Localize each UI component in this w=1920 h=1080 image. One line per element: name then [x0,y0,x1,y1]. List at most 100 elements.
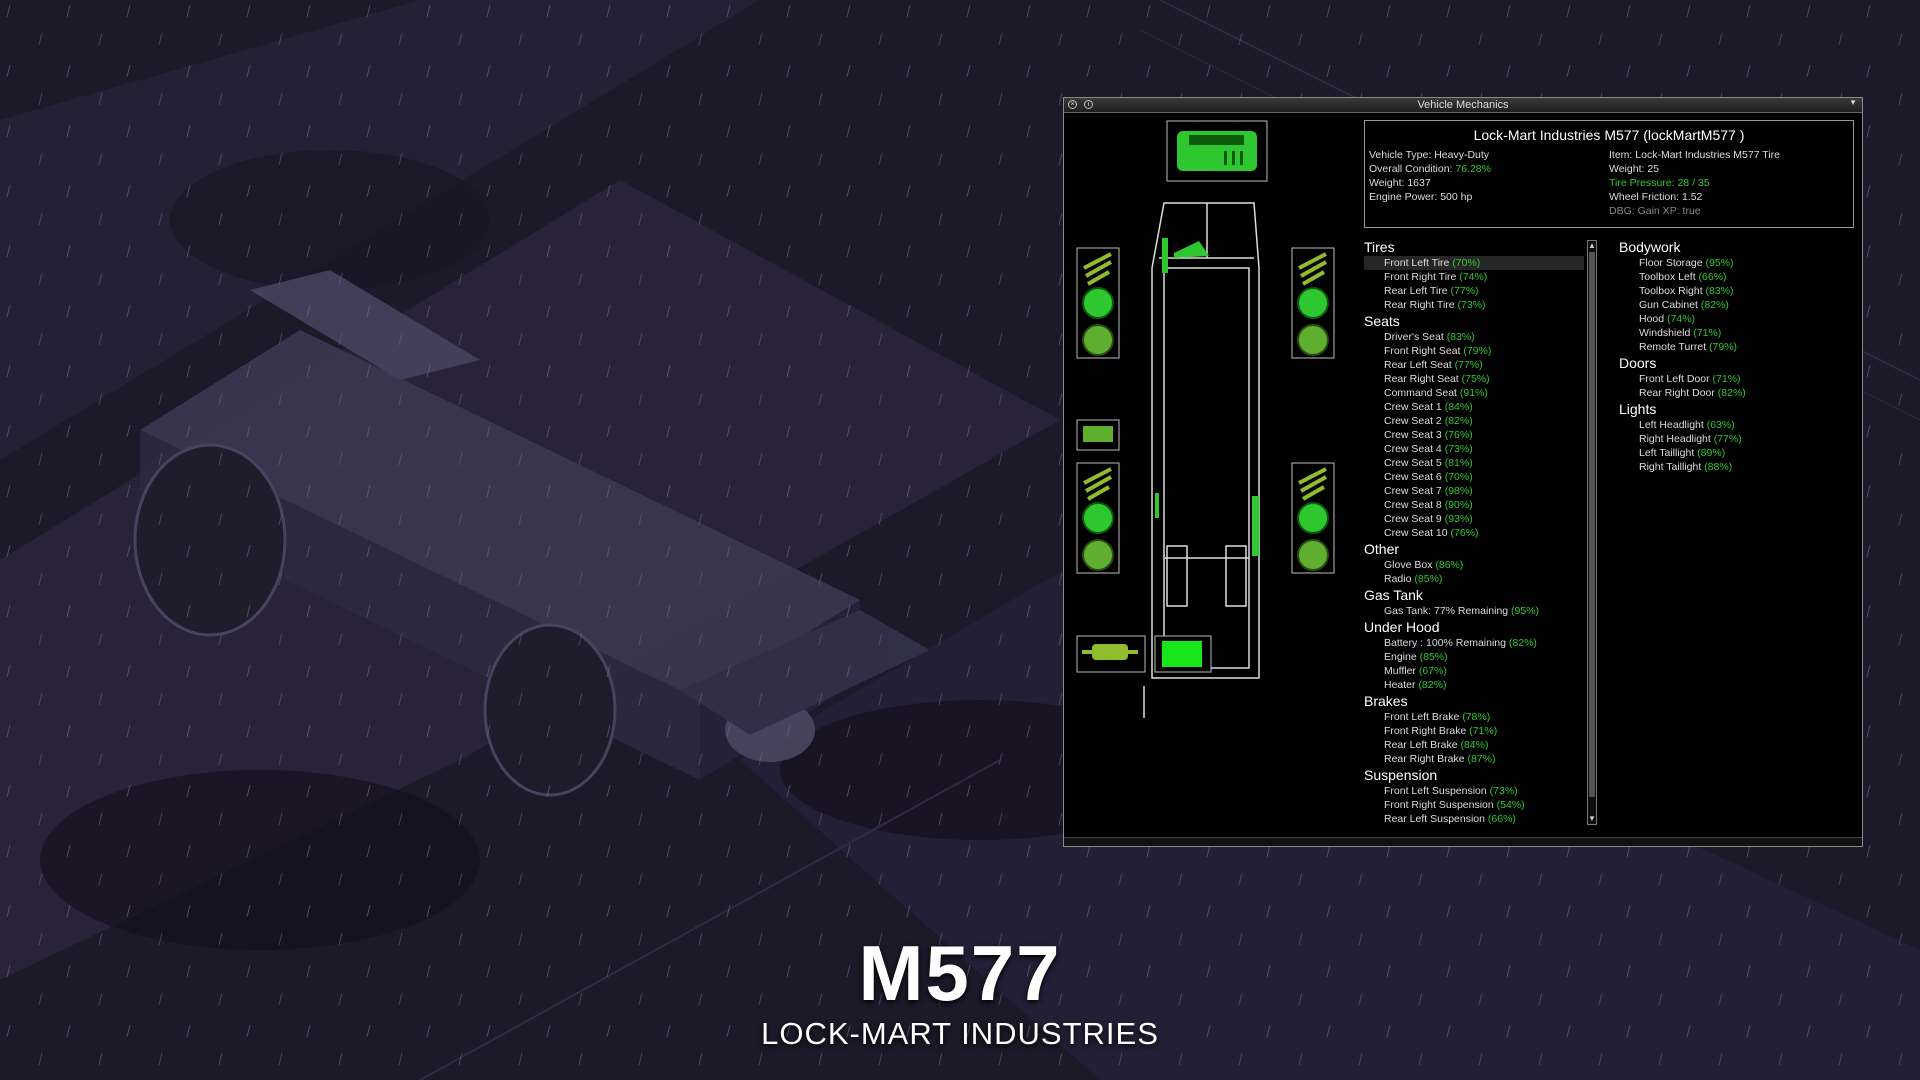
hood-part[interactable] [1174,241,1209,258]
part-list-item[interactable]: Toolbox Right (83%) [1619,284,1849,298]
part-list-item[interactable]: Front Right Brake (71%) [1364,724,1584,738]
part-list-item[interactable]: Front Left Tire (70%) [1364,256,1584,270]
part-list-item[interactable]: Front Left Brake (78%) [1364,710,1584,724]
part-name: Hood [1639,313,1668,325]
part-list-item[interactable]: Crew Seat 9 (93%) [1364,512,1584,526]
info-icon[interactable]: i [1084,100,1093,109]
part-condition: (79%) [1709,341,1738,353]
part-name: Crew Seat 7 [1384,485,1445,497]
part-list-item[interactable]: Front Right Suspension (54%) [1364,798,1584,812]
part-list-item[interactable]: Crew Seat 5 (81%) [1364,456,1584,470]
part-list-item[interactable]: Driver's Seat (83%) [1364,330,1584,344]
part-list-item[interactable]: Right Headlight (77%) [1619,432,1849,446]
part-list-item[interactable]: Rear Right Brake (87%) [1364,752,1584,766]
part-list-item[interactable]: Glove Box (86%) [1364,558,1584,572]
part-condition: (95%) [1705,257,1734,269]
part-list-item[interactable]: Front Left Suspension (73%) [1364,784,1584,798]
vehicle-parts-diagram[interactable] [1074,118,1344,778]
stat-label: Wheel Friction: [1609,191,1682,203]
part-list-item[interactable]: Hood (74%) [1619,312,1849,326]
part-name: Crew Seat 10 [1384,527,1451,539]
part-list-item[interactable]: Left Taillight (89%) [1619,446,1849,460]
part-name: Crew Seat 2 [1384,415,1445,427]
part-list-item[interactable]: Crew Seat 3 (76%) [1364,428,1584,442]
part-list-item[interactable]: Crew Seat 6 (70%) [1364,470,1584,484]
part-name: Crew Seat 9 [1384,513,1445,525]
part-condition: (66%) [1487,813,1516,825]
part-list-item[interactable]: Floor Storage (95%) [1619,256,1849,270]
part-list-item[interactable]: Toolbox Left (66%) [1619,270,1849,284]
engine-icon [1177,131,1257,171]
part-list-item[interactable]: Command Seat (91%) [1364,386,1584,400]
rear-left-wheel-group[interactable] [1076,462,1120,574]
part-list-item[interactable]: Engine (85%) [1364,650,1584,664]
part-name: Gun Cabinet [1639,299,1701,311]
part-list-item[interactable]: Rear Right Seat (75%) [1364,372,1584,386]
part-list-item[interactable]: Front Left Door (71%) [1619,372,1849,386]
part-name: Crew Seat 3 [1384,429,1445,441]
stat-value: Lock-Mart Industries M577 Tire [1635,149,1780,161]
rear-right-wheel-group[interactable] [1291,462,1335,574]
part-name: Rear Right Tire [1384,299,1458,311]
part-list-item[interactable]: Front Right Tire (74%) [1364,270,1584,284]
part-list-item[interactable]: Crew Seat 10 (76%) [1364,526,1584,540]
front-left-door-part[interactable] [1155,493,1159,518]
part-condition: (77%) [1450,285,1479,297]
part-list-item[interactable]: Crew Seat 8 (90%) [1364,498,1584,512]
part-list-item[interactable]: Gun Cabinet (82%) [1619,298,1849,312]
front-right-wheel-group[interactable] [1291,247,1335,359]
part-list-item[interactable]: Crew Seat 2 (82%) [1364,414,1584,428]
part-name: Battery : 100% Remaining [1384,637,1509,649]
part-list-item[interactable]: Right Taillight (88%) [1619,460,1849,474]
battery-slot[interactable] [1154,635,1212,673]
part-list-item[interactable]: Rear Left Seat (77%) [1364,358,1584,372]
part-list-item[interactable]: Heater (82%) [1364,678,1584,692]
part-list-item[interactable]: Crew Seat 7 (98%) [1364,484,1584,498]
part-condition: (82%) [1717,387,1746,399]
window-titlebar[interactable]: × i Vehicle Mechanics ▾ [1064,98,1862,113]
part-list-item[interactable]: Front Right Seat (79%) [1364,344,1584,358]
tire-icon [1297,324,1329,356]
engine-slot[interactable] [1166,120,1268,182]
close-icon[interactable]: × [1068,100,1077,109]
part-list-item[interactable]: Rear Right Door (82%) [1619,386,1849,400]
radio-icon [1083,426,1113,442]
part-list-item[interactable]: Radio (85%) [1364,572,1584,586]
part-list-item[interactable]: Gas Tank: 77% Remaining (95%) [1364,604,1584,618]
scrollbar-thumb[interactable] [1589,252,1595,797]
part-list-item[interactable]: Muffler (67%) [1364,664,1584,678]
vehicle-mechanics-window[interactable]: × i Vehicle Mechanics ▾ [1063,97,1863,847]
part-list-item[interactable]: Rear Left Tire (77%) [1364,284,1584,298]
part-name: Crew Seat 6 [1384,471,1445,483]
windshield-part[interactable] [1162,238,1168,273]
vehicle-model-title: M577 [858,929,1062,1017]
window-resize-bar[interactable] [1064,837,1862,846]
part-condition: (63%) [1706,419,1735,431]
part-condition: (90%) [1444,499,1473,511]
part-stat-row: Item: Lock-Mart Industries M577 Tire [1609,148,1780,162]
part-list-item[interactable]: Rear Left Suspension (66%) [1364,812,1584,826]
part-list-item[interactable]: Crew Seat 1 (84%) [1364,400,1584,414]
front-left-wheel-group[interactable] [1076,247,1120,359]
part-list-item[interactable]: Crew Seat 4 (73%) [1364,442,1584,456]
part-list-item[interactable]: Battery : 100% Remaining (82%) [1364,636,1584,650]
part-list-item[interactable]: Left Headlight (63%) [1619,418,1849,432]
parts-list-scrollbar[interactable]: ▲ ▼ [1587,240,1597,825]
part-category-gas-tank: Gas Tank [1364,587,1423,603]
stat-label: Overall Condition: [1369,163,1456,175]
radio-slot[interactable] [1076,419,1120,451]
part-list-item[interactable]: Rear Left Brake (84%) [1364,738,1584,752]
rear-right-door-part[interactable] [1252,496,1259,556]
part-condition: (81%) [1444,457,1473,469]
part-name: Front Left Suspension [1384,785,1490,797]
part-list-item[interactable]: Remote Turret (79%) [1619,340,1849,354]
part-list-item[interactable]: Windshield (71%) [1619,326,1849,340]
scroll-up-icon[interactable]: ▲ [1588,241,1596,250]
part-list-item[interactable]: Rear Right Tire (73%) [1364,298,1584,312]
collapse-icon[interactable]: ▾ [1850,97,1856,107]
muffler-slot[interactable] [1076,635,1146,673]
stat-label: Item: [1609,149,1636,161]
scroll-down-icon[interactable]: ▼ [1588,814,1596,823]
